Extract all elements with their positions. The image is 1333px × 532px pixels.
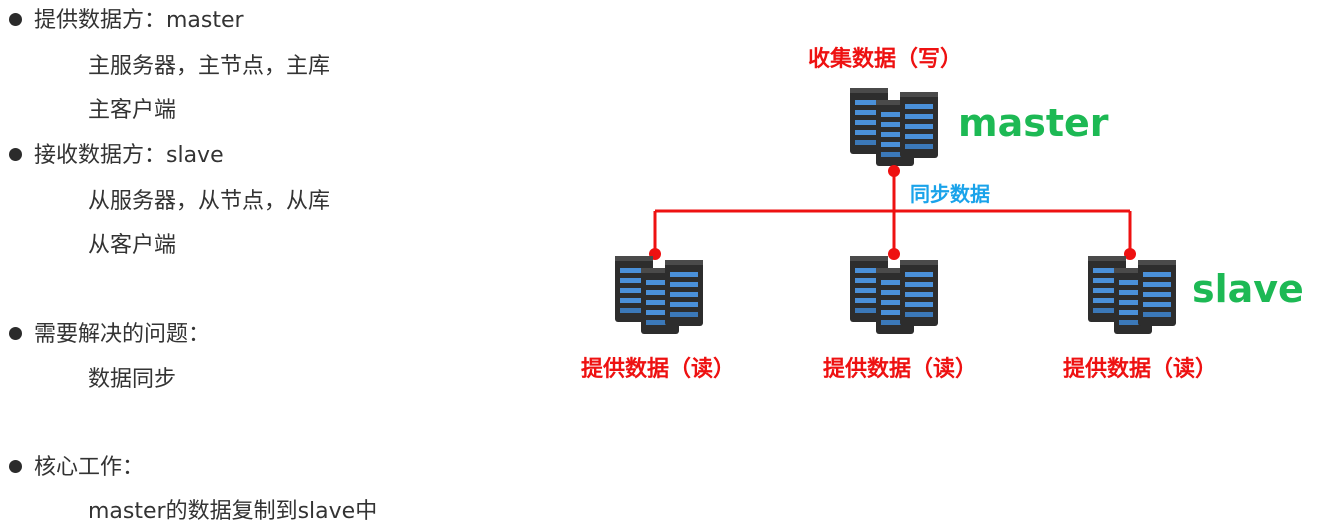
note-data-sync: 数据同步: [88, 365, 176, 395]
note-slave-client: 从客户端: [88, 231, 176, 261]
note-text: 主服务器，主节点，主库: [88, 54, 331, 79]
bullet-icon: [9, 460, 22, 473]
note-master-client: 主客户端: [88, 96, 176, 126]
sync-label: 同步数据: [910, 182, 990, 206]
note-problem: 需要解决的问题：: [9, 320, 210, 350]
slave-link-dot-2: [888, 248, 900, 260]
notes-panel: 提供数据方：master 主服务器，主节点，主库 主客户端 接收数据方：slav…: [0, 0, 520, 532]
note-text: 主客户端: [88, 98, 177, 123]
slave-server-icon-1: [615, 256, 703, 334]
note-text: 接收数据方：slave: [34, 143, 224, 168]
bullet-icon: [9, 13, 22, 26]
note-text: master的数据复制到slave中: [88, 499, 378, 524]
master-server-icon: [850, 88, 938, 166]
master-name-label: master: [958, 101, 1109, 145]
master-slave-diagram: 收集数据（写） master 同步数据 slave 提供数据（读） 提供数据（读…: [581, 46, 1304, 382]
note-replication: master的数据复制到slave中: [88, 497, 377, 527]
slave-server-icon-3: [1088, 256, 1176, 334]
note-text: 需要解决的问题：: [34, 322, 211, 347]
slave-label-1: 提供数据（读）: [581, 356, 735, 382]
note-master-synonyms: 主服务器，主节点，主库: [88, 52, 330, 82]
slave-link-dot-3: [1124, 248, 1136, 260]
note-slave-synonyms: 从服务器，从节点，从库: [88, 187, 330, 217]
bullet-icon: [9, 148, 22, 161]
note-provider: 提供数据方：master: [9, 6, 244, 36]
slave-label-2: 提供数据（读）: [823, 356, 977, 382]
slave-name-label: slave: [1192, 267, 1304, 311]
note-receiver: 接收数据方：slave: [9, 141, 224, 171]
bullet-icon: [9, 327, 22, 340]
note-text: 提供数据方：master: [34, 8, 244, 33]
note-text: 核心工作：: [34, 455, 145, 480]
slave-label-3: 提供数据（读）: [1063, 356, 1217, 382]
note-text: 数据同步: [88, 367, 177, 392]
note-text: 从服务器，从节点，从库: [88, 189, 331, 214]
note-core-work: 核心工作：: [9, 453, 144, 483]
master-link-dot: [888, 165, 900, 177]
note-text: 从客户端: [88, 233, 177, 258]
master-top-label: 收集数据（写）: [808, 46, 962, 72]
slave-server-icon-2: [850, 256, 938, 334]
